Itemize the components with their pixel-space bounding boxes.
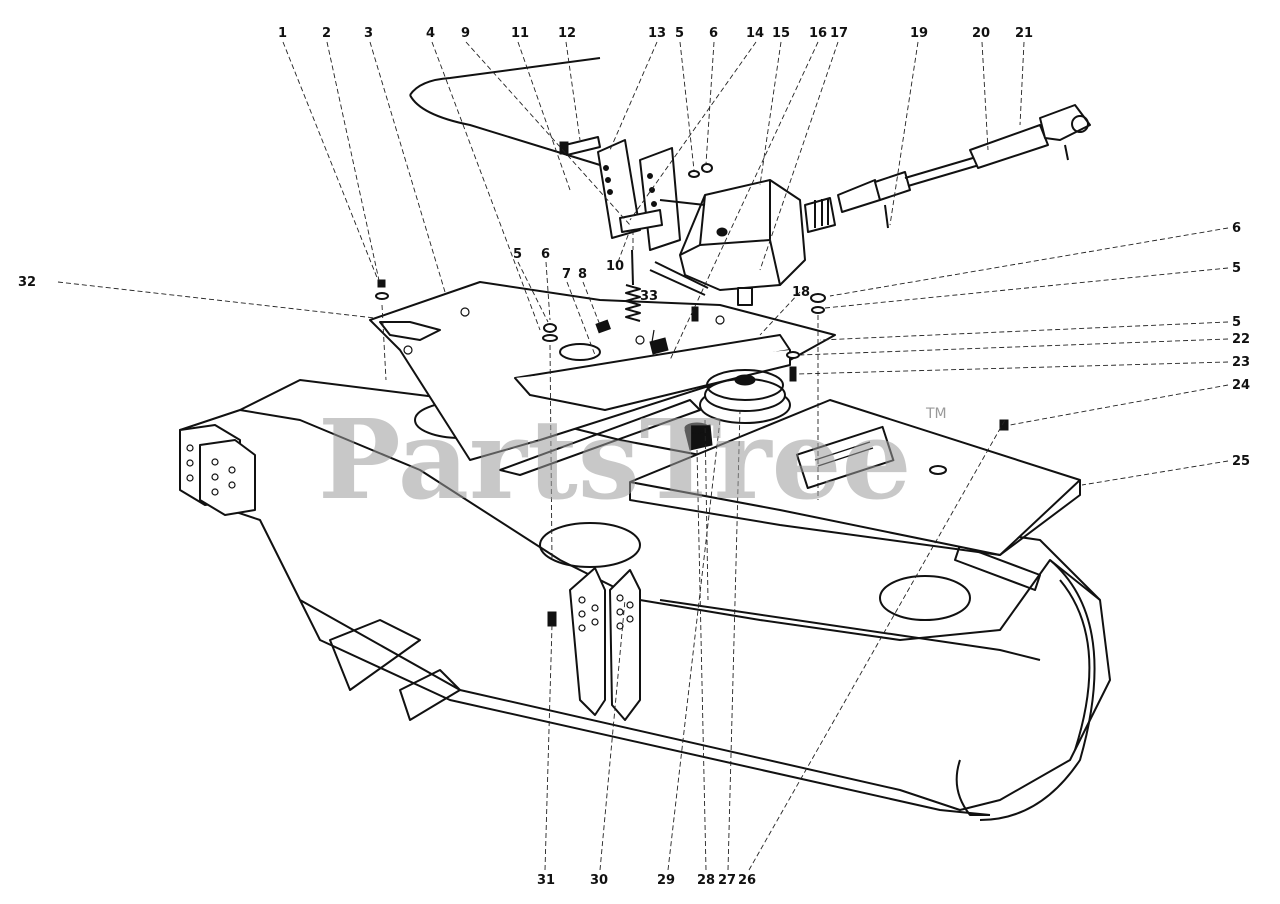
callout-20: 20	[972, 26, 990, 41]
callout-11: 11	[511, 26, 529, 41]
callout-2: 2	[322, 26, 331, 41]
callout-5: 5	[675, 26, 684, 41]
callout-10: 10	[606, 259, 624, 274]
spring	[625, 249, 641, 322]
watermark-trademark: TM	[925, 406, 947, 422]
callout-labels: 1 2 3 4 9 11 12 13 5 6 14 15 16 17 19 20…	[18, 26, 1250, 888]
channel-rail	[514, 334, 791, 411]
callout-1: 1	[278, 26, 287, 41]
callout-22: 22	[1232, 332, 1250, 347]
callout-30: 30	[590, 873, 608, 888]
callout-5-right-upper: 5	[1232, 261, 1241, 276]
gearbox	[679, 179, 836, 306]
callout-3: 3	[364, 26, 373, 41]
pivot-bracket	[597, 139, 681, 251]
callout-27: 27	[718, 873, 736, 888]
callout-19: 19	[910, 26, 928, 41]
assembly-lines	[381, 230, 819, 601]
callout-17: 17	[830, 26, 848, 41]
callout-6-right: 6	[1232, 221, 1241, 236]
callout-31: 31	[537, 873, 555, 888]
callout-23: 23	[1232, 355, 1250, 370]
callout-21: 21	[1015, 26, 1033, 41]
callout-16: 16	[809, 26, 827, 41]
front-hitch-bracket	[569, 567, 641, 721]
drive-shaft	[837, 104, 1091, 229]
callout-4: 4	[426, 26, 435, 41]
callout-6-left: 6	[541, 247, 550, 262]
callout-7: 7	[562, 267, 571, 282]
callout-12: 12	[558, 26, 576, 41]
left-hitch-bracket	[179, 424, 256, 516]
callout-24: 24	[1232, 378, 1250, 393]
callout-28: 28	[697, 873, 715, 888]
callout-6: 6	[709, 26, 718, 41]
callout-15: 15	[772, 26, 790, 41]
callout-14: 14	[746, 26, 764, 41]
tractor-frame-outline	[409, 57, 709, 296]
watermark-text: PartsTree	[318, 395, 912, 524]
callout-5-right-lower: 5	[1232, 315, 1241, 330]
callout-26: 26	[738, 873, 756, 888]
watermark: PartsTree TM	[318, 395, 947, 524]
fasteners	[375, 163, 1009, 627]
belt-shield	[499, 399, 1081, 556]
callout-25: 25	[1232, 454, 1250, 469]
callout-8: 8	[578, 267, 587, 282]
pulley	[699, 369, 791, 424]
callout-32: 32	[18, 275, 36, 290]
callout-13: 13	[648, 26, 666, 41]
adjustment-knob	[684, 422, 713, 451]
leader-lines	[57, 41, 1229, 871]
callout-5-left: 5	[513, 247, 522, 262]
bolt-12	[559, 136, 601, 156]
callout-18: 18	[792, 285, 810, 300]
callout-9: 9	[461, 26, 470, 41]
callout-29: 29	[657, 873, 675, 888]
callout-33: 33	[640, 289, 658, 304]
